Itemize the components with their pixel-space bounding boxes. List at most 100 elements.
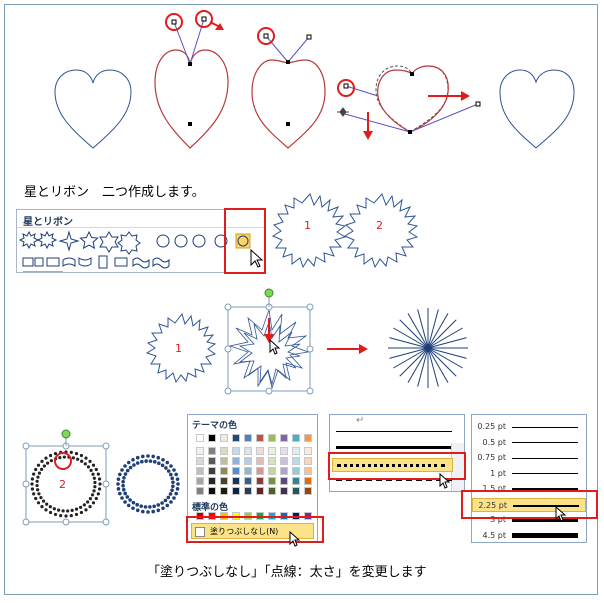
ring-dot [69,450,73,454]
color-swatch[interactable] [220,477,228,485]
color-swatch[interactable] [280,447,288,455]
ring-dot [97,487,102,491]
dotted-line-option[interactable] [332,458,453,472]
color-swatch[interactable] [232,477,240,485]
color-swatch[interactable] [220,447,228,455]
color-swatch[interactable] [220,467,228,475]
no-fill-highlight-box [186,516,324,543]
color-swatch[interactable] [292,467,300,475]
color-swatch[interactable] [268,434,276,442]
weight-option[interactable]: 4.5 pt [472,529,586,543]
color-swatch[interactable] [208,487,216,495]
color-swatch[interactable] [280,477,288,485]
color-swatch[interactable] [256,467,264,475]
color-swatch[interactable] [304,434,312,442]
color-swatch[interactable] [232,457,240,465]
color-swatch[interactable] [196,457,204,465]
color-swatch[interactable] [256,447,264,455]
burst-ray [389,347,429,359]
ring-dot [118,472,122,477]
weight-option[interactable]: 0.5 pt [472,436,586,450]
color-swatch[interactable] [244,457,252,465]
color-swatch[interactable] [256,457,264,465]
star-ribbon-gallery: 星とリボン [16,209,265,273]
color-swatch[interactable] [304,477,312,485]
color-swatch[interactable] [196,447,204,455]
color-swatch[interactable] [268,487,276,495]
bottom-caption: 「塗りつぶしなし」「点線：太さ」を変更します [147,565,427,580]
color-swatch[interactable] [244,487,252,495]
ring-dot [166,495,171,500]
weight-option[interactable]: 3 pt [472,513,586,527]
color-swatch[interactable] [232,487,240,495]
color-swatch[interactable] [256,487,264,495]
color-swatch[interactable] [280,487,288,495]
color-swatch[interactable] [232,447,240,455]
color-swatch[interactable] [220,487,228,495]
color-swatch[interactable] [304,457,312,465]
weight-option[interactable]: 0.75 pt [472,451,586,465]
star-10-icon [174,234,188,248]
color-swatch[interactable] [244,447,252,455]
color-swatch[interactable] [220,434,228,442]
ring-dot [131,506,135,511]
color-swatch[interactable] [196,477,204,485]
color-swatch[interactable] [304,467,312,475]
color-swatch[interactable] [196,434,204,442]
weight-label: 1 pt [490,468,506,478]
weight-option[interactable]: 0.25 pt [472,420,586,434]
color-swatch[interactable] [208,457,216,465]
drag-arrow-head [461,91,470,101]
line-option-thick[interactable] [336,446,452,449]
ring-dot [126,503,131,508]
weight-option[interactable]: 1 pt [472,467,586,481]
color-swatch[interactable] [304,487,312,495]
line-option-thin[interactable] [336,431,452,432]
color-swatch[interactable] [208,467,216,475]
color-swatch[interactable] [304,447,312,455]
heart-shape-5 [499,69,575,149]
color-swatch[interactable] [244,467,252,475]
curved-ribbon-down-icon [78,257,92,267]
ring-dot [176,482,180,486]
selected-star-highlight-box [224,208,266,274]
line-option-dashed[interactable] [336,479,452,481]
ring-dot [169,500,173,504]
color-swatch[interactable] [280,434,288,442]
color-swatch[interactable] [208,434,216,442]
color-swatch[interactable] [196,467,204,475]
color-swatch[interactable] [292,447,300,455]
color-swatch[interactable] [292,434,300,442]
color-swatch[interactable] [280,457,288,465]
color-swatch[interactable] [292,477,300,485]
color-swatch[interactable] [280,467,288,475]
color-swatch[interactable] [244,434,252,442]
color-swatch[interactable] [268,457,276,465]
color-swatch[interactable] [208,477,216,485]
weight-option[interactable]: 1.5 pt [472,482,586,496]
color-swatch[interactable] [292,487,300,495]
color-swatch[interactable] [232,434,240,442]
color-swatch[interactable] [232,467,240,475]
drag-arrow-head [264,334,274,343]
color-swatch[interactable] [196,487,204,495]
color-swatch[interactable] [292,457,300,465]
color-swatch[interactable] [268,447,276,455]
ring-dot [69,514,73,518]
no-fill-button[interactable]: 塗りつぶしなし(N) [191,523,314,539]
color-swatch[interactable] [268,477,276,485]
color-swatch[interactable] [256,434,264,442]
color-swatch[interactable] [268,467,276,475]
burst-ray [393,327,429,349]
ring-dot [32,492,36,496]
selection-handles [224,303,314,395]
color-swatch[interactable] [256,477,264,485]
rotation-handle [61,429,71,439]
color-swatch[interactable] [244,477,252,485]
ring-dot [161,506,165,511]
ring-dot [92,476,96,480]
color-swatch[interactable] [208,447,216,455]
no-fill-icon [195,527,205,537]
ring-dot [123,472,128,476]
color-swatch[interactable] [220,457,228,465]
